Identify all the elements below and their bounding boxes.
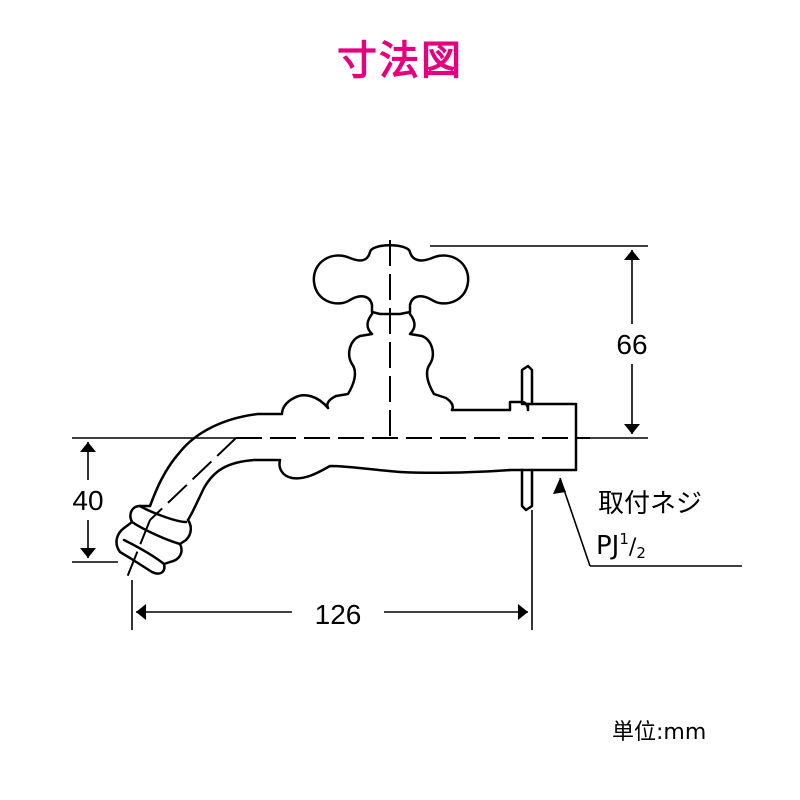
thread-spec-main: PJ: [596, 531, 619, 561]
extension-lines: [72, 245, 742, 630]
center-lines: [125, 240, 590, 581]
leader-arrowhead: [553, 478, 566, 494]
dim-66-label: 66: [616, 329, 647, 360]
dim-40-label: 40: [72, 485, 103, 516]
thread-spec-sup: 1: [619, 530, 629, 548]
dimension-arrows: [80, 250, 640, 620]
faucet-outline: [115, 244, 578, 575]
thread-label: 取付ネジ: [598, 489, 702, 519]
dim-126-label: 126: [315, 599, 362, 630]
unit-label: 単位:mm: [612, 720, 707, 745]
thread-spec-sub: 2: [636, 544, 646, 562]
thread-spec: PJ1/2: [596, 530, 646, 562]
page-title: 寸法図: [337, 38, 463, 84]
thread-spec-slash: /: [629, 535, 637, 560]
